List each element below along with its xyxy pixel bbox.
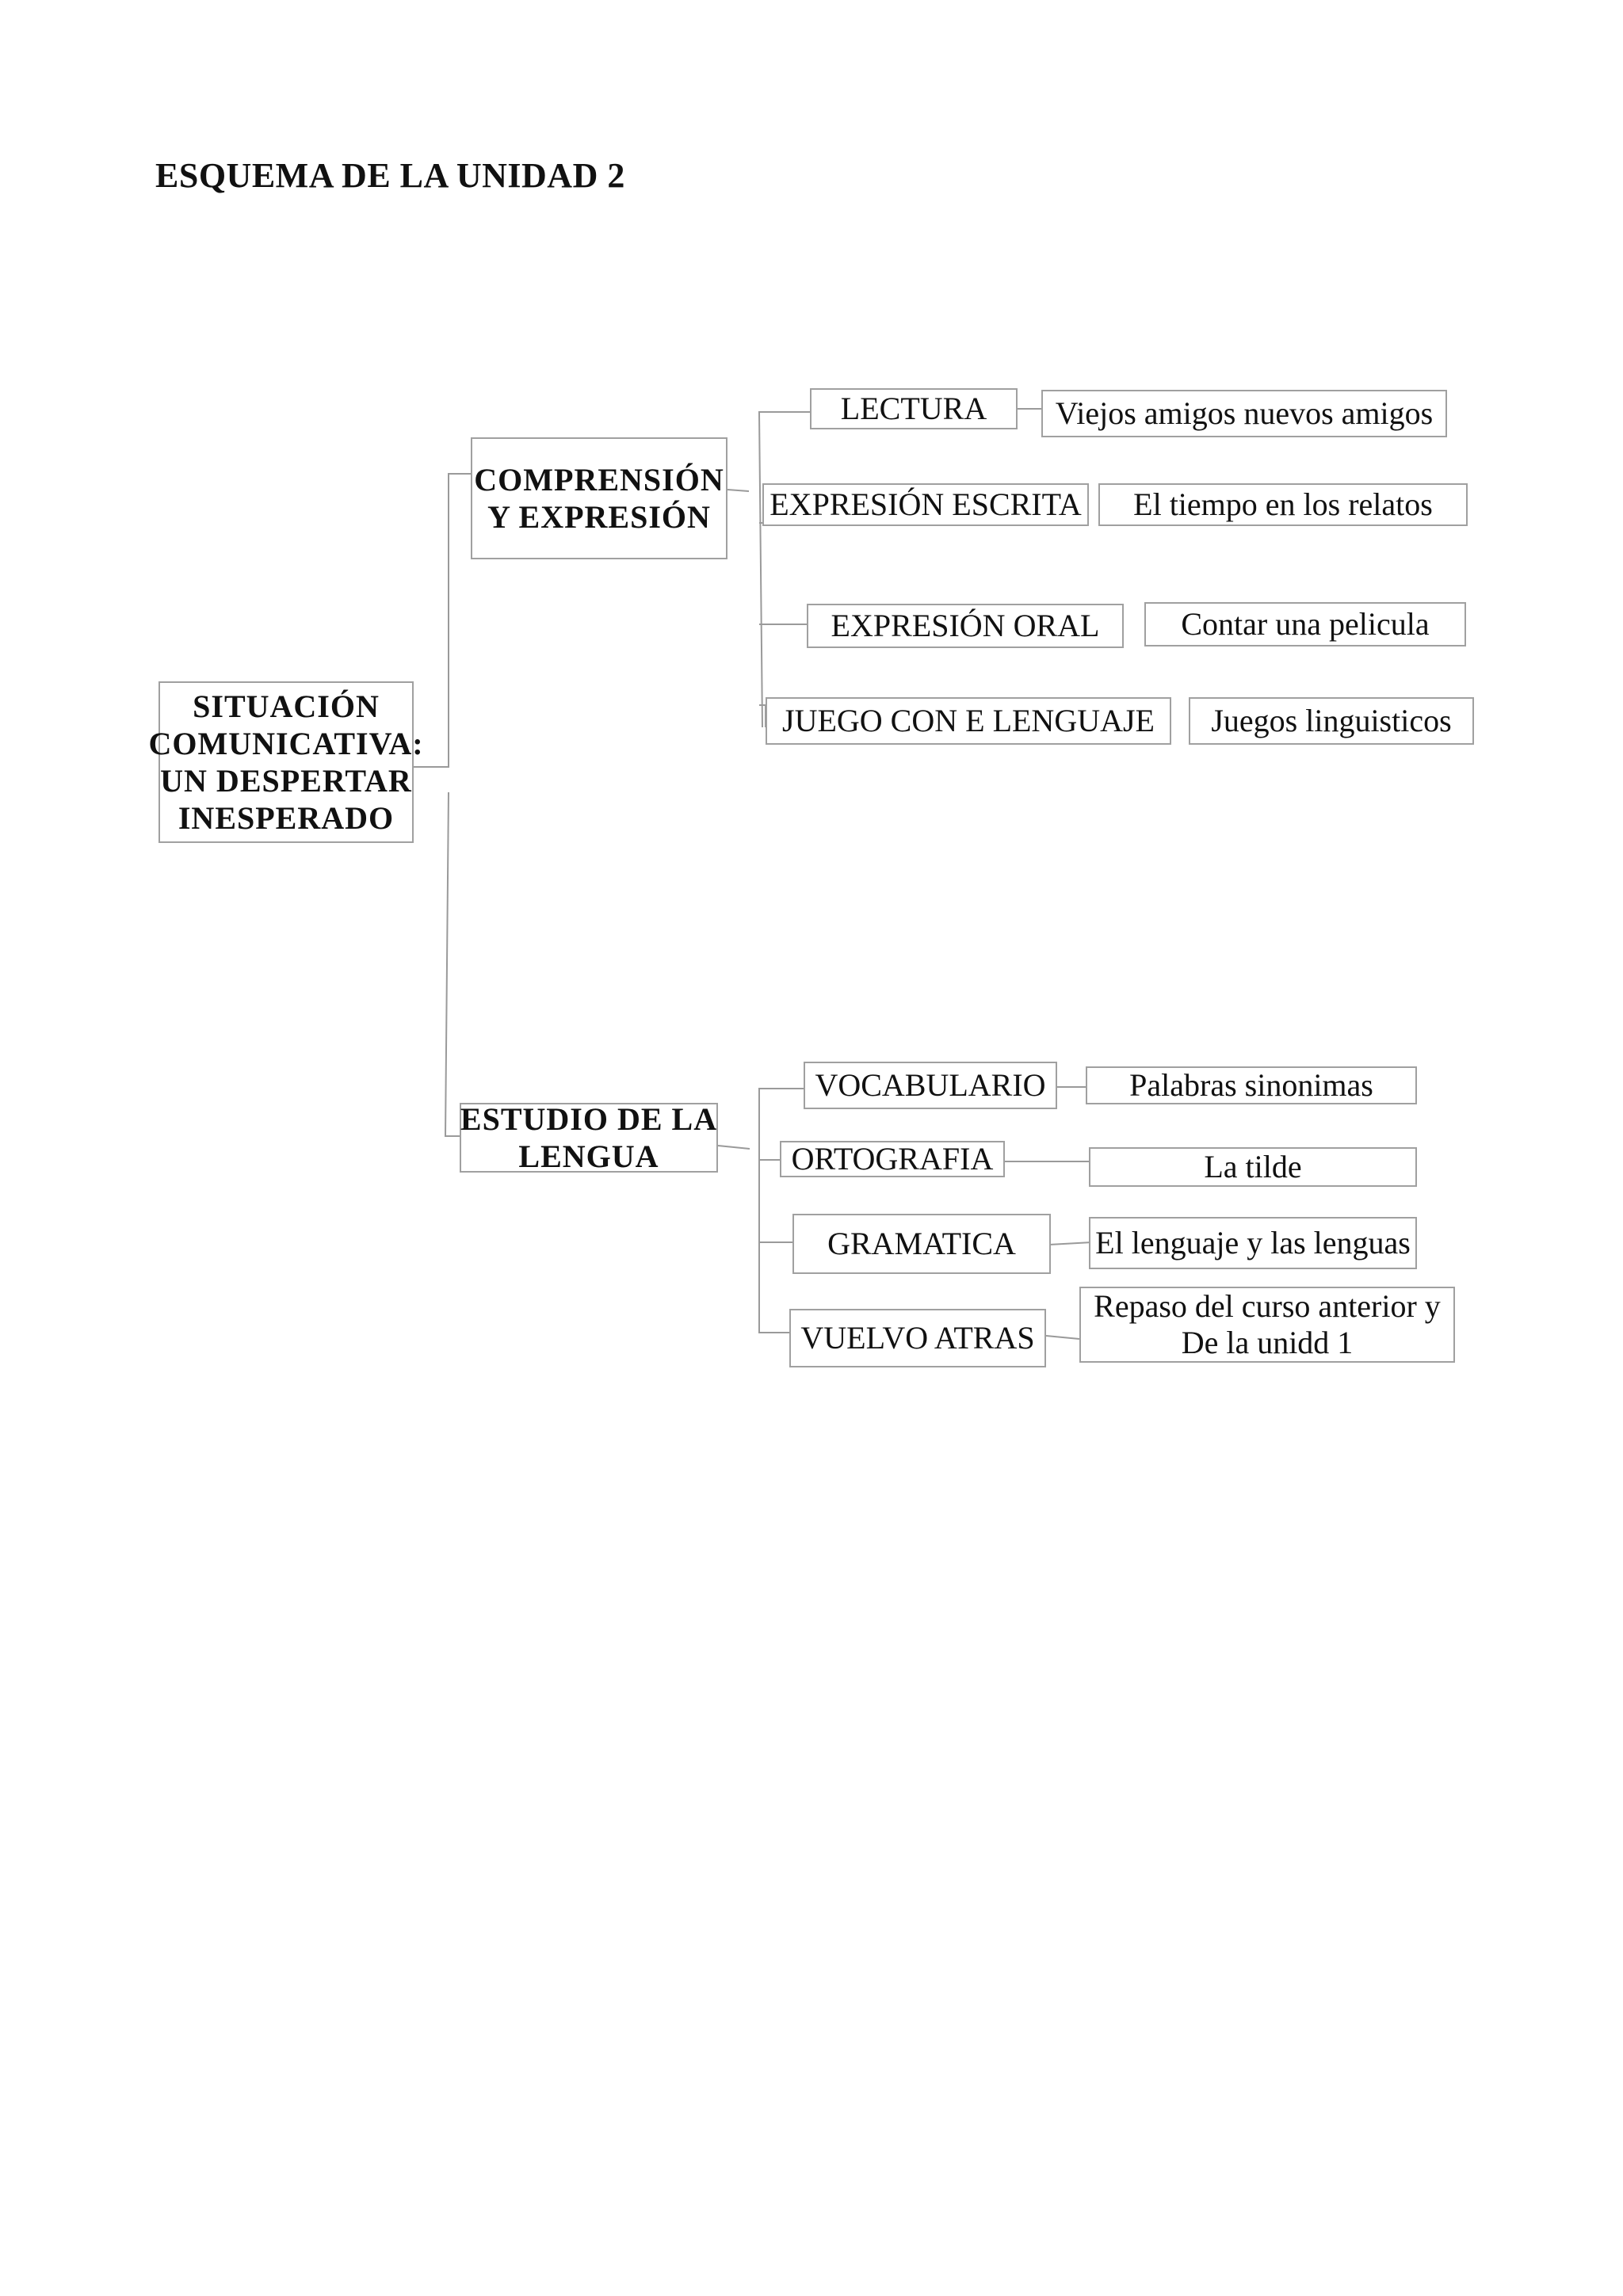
connector-estudio-out <box>717 1145 750 1150</box>
detail-node-ortografia: La tilde <box>1089 1147 1417 1187</box>
connector-vuelvo-detail <box>1045 1335 1080 1340</box>
section-node-expresion-escrita: EXPRESIÓN ESCRITA <box>762 483 1089 526</box>
connector-comprension-bracket <box>758 411 810 728</box>
branch-node-estudio-lengua: ESTUDIO DE LA LENGUA <box>460 1100 718 1174</box>
detail-node-expresion-oral: Contar una pelicula <box>1144 602 1466 646</box>
section-node-lectura: LECTURA <box>810 388 1018 429</box>
page-title: ESQUEMA DE LA UNIDAD 2 <box>155 156 625 195</box>
connector-root-to-estudio <box>444 791 460 1137</box>
connector-estudio-bracket <box>758 1088 804 1333</box>
section-node-vocabulario: VOCABULARIO <box>804 1062 1057 1109</box>
section-node-expresion-oral: EXPRESIÓN ORAL <box>807 604 1124 648</box>
section-node-vuelvo-atras: VUELVO ATRAS <box>789 1309 1046 1367</box>
root-node-situacion-comunicativa: SITUACIÓN COMUNICATIVA: UN DESPERTAR INE… <box>148 681 423 843</box>
detail-line: Repaso del curso anterior y <box>1094 1288 1441 1324</box>
branch-line: Y EXPRESIÓN <box>487 499 711 535</box>
section-node-gramatica: GRAMATICA <box>792 1214 1051 1274</box>
detail-node-expresion-escrita: El tiempo en los relatos <box>1098 483 1468 526</box>
detail-node-gramatica: El lenguaje y las lenguas <box>1089 1217 1417 1269</box>
root-line: SITUACIÓN <box>193 688 380 724</box>
branch-node-comprension-expresion: COMPRENSIÓN Y EXPRESIÓN <box>471 437 727 559</box>
detail-line: De la unidd 1 <box>1181 1325 1354 1360</box>
section-node-juego-lenguaje: JUEGO CON E LENGUAJE <box>766 697 1171 745</box>
detail-node-vuelvo-atras: Repaso del curso anterior y De la unidd … <box>1079 1287 1455 1363</box>
root-line: COMUNICATIVA: <box>148 725 424 761</box>
detail-node-vocabulario: Palabras sinonimas <box>1086 1066 1417 1104</box>
section-node-ortografia: ORTOGRAFIA <box>780 1141 1005 1177</box>
detail-node-lectura: Viejos amigos nuevos amigos <box>1041 390 1447 437</box>
root-line: UN DESPERTAR <box>160 763 412 799</box>
detail-node-juego-lenguaje: Juegos linguisticos <box>1189 697 1474 745</box>
branch-line: LENGUA <box>518 1138 659 1174</box>
root-line: INESPERADO <box>178 800 395 837</box>
branch-line: COMPRENSIÓN <box>474 461 724 498</box>
connector-root-to-comprension <box>412 473 471 768</box>
branch-line: ESTUDIO DE LA <box>460 1100 718 1137</box>
connector-comprension-out <box>727 489 750 492</box>
